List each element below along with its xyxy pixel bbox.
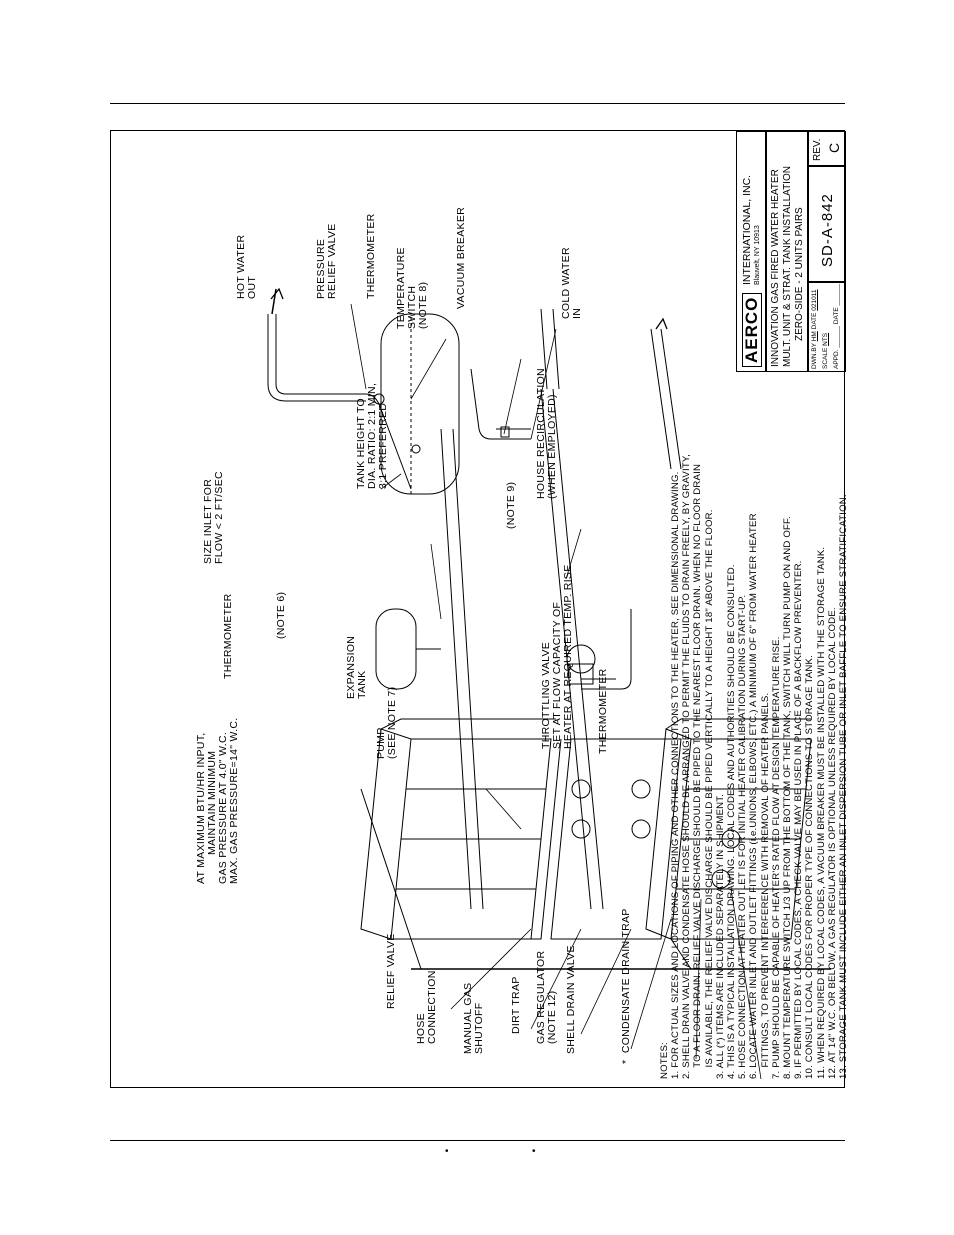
- note-line: 13. STORAGE TANK MUST INCLUDE EITHER AN …: [838, 494, 849, 1079]
- title-line-3: ZERO-SIDE - 2 UNITS PAIRS: [794, 207, 805, 341]
- note-line: TO A FLOOR DRAIN. RELIEF VALVE DISCHARGE…: [692, 463, 704, 1079]
- notes-heading: NOTES:: [659, 1042, 670, 1079]
- note-line: 8. MOUNT TEMPERATURE SWITCH 1/3 UP FROM …: [782, 516, 793, 1079]
- note-line: 6. LOCATE WATER INLET AND OUTLET FITTING…: [748, 513, 760, 1079]
- label-gas-input: AT MAXIMUM BTU/HR INPUT, MAINTAIN MINIMU…: [195, 717, 240, 884]
- drawing-sheet: HOT WATER OUT PRESSURE RELIEF VALVE THER…: [111, 131, 849, 1089]
- scale-label: SCALE: [822, 347, 829, 369]
- label-manual-gas-shutoff: MANUAL GAS SHUTOFF: [462, 982, 485, 1054]
- label-hose-connection: HOSE CONNECTION: [415, 970, 438, 1044]
- flow-arrows: [270, 287, 668, 330]
- title-block-drawing-no-cell: SD-A-842: [808, 166, 846, 282]
- headers: [440, 308, 682, 910]
- note-line: 10. CONSULT LOCAL CODES FOR PROPER TYPE …: [804, 655, 816, 1079]
- label-cold-water-in: COLD WATER IN: [560, 247, 583, 319]
- dwn-by-value: HM: [811, 331, 818, 342]
- label-thermometer-top: THERMOMETER: [365, 213, 377, 299]
- title-block: AERCO INTERNATIONAL, INC. Blauvelt, NY 1…: [736, 131, 846, 372]
- drawing-number: SD-A-842: [819, 193, 836, 267]
- bottom-rule: [110, 1140, 845, 1141]
- label-tank-height: TANK HEIGHT TO DIA. RATIO: 2:1 MIN, 3:1 …: [355, 382, 389, 489]
- hot-water-pipe: [267, 288, 412, 490]
- label-pressure-relief-valve: PRESSURE RELIEF VALVE: [315, 223, 338, 299]
- top-rule: [110, 103, 845, 104]
- leader-lines: [350, 303, 762, 1080]
- label-thermometer-low: THERMOMETER: [597, 668, 609, 754]
- date-label: DATE: [811, 312, 818, 330]
- title-block-meta-cell: DWN.BY HM DATE 021011 SCALE NTS APPD. __…: [808, 282, 846, 372]
- note-line: 2. SHELL DRAIN VALVE AND CONDENSATE HOSE…: [681, 453, 693, 1079]
- note-line: 11. WHEN REQUIRED BY LOCAL CODES, A VACU…: [815, 546, 827, 1079]
- rev-value: C: [826, 142, 842, 153]
- note-line: 1. FOR ACTUAL SIZES AND LOCATIONS OF PIP…: [670, 471, 681, 1079]
- note-line: 3. ALL (*) ITEMS ARE INCLUDED SEPARATELY…: [714, 793, 726, 1079]
- label-pump: PUMP (SEE NOTE 7): [375, 686, 398, 759]
- footer-bullet-2: •: [532, 1146, 536, 1157]
- appd-label: APPD.: [833, 349, 840, 369]
- heater-units: [360, 718, 812, 940]
- note-line: 7. PUMP SHOULD BE CAPABLE OF HEATER'S RA…: [770, 636, 782, 1079]
- label-thermometer-mid: THERMOMETER: [222, 593, 234, 679]
- label-condensate-drain-trap: * CONDENSATE DRAIN TRAP: [620, 908, 632, 1064]
- label-shell-drain-valve: SHELL DRAIN VALVE: [565, 945, 577, 1054]
- label-house-recirc: HOUSE RECIRCULATION (WHEN EMPLOYED): [535, 368, 558, 499]
- label-relief-valve: RELIEF VALVE: [385, 933, 397, 1009]
- label-throttling-valve: THROTTLING VALVE SET AT FLOW CAPACITY OF…: [540, 564, 574, 749]
- label-temperature-switch: TEMPERATURE SWITCH (NOTE 8): [395, 247, 429, 329]
- title-line-1: INNOVATION GAS FIRED WATER HEATER: [770, 169, 781, 367]
- drawing-frame: HOT WATER OUT PRESSURE RELIEF VALVE THER…: [110, 130, 849, 1089]
- title-block-rev-cell: REV. C: [808, 131, 846, 166]
- note-line: IS AVAILABLE, THE RELIEF VALVE DISCHARGE…: [703, 509, 715, 1079]
- note-line: 4. THIS IS A TYPICAL INSTALLATION DRAWIN…: [726, 564, 737, 1079]
- note-line: 12. AT 14" W.C. OR BELOW, A GAS REGULATO…: [826, 607, 838, 1079]
- expansion-tank: [375, 608, 441, 690]
- date2-label: DATE: [833, 307, 840, 325]
- aerco-logo: AERCO: [742, 292, 762, 367]
- title-block-title-cell: INNOVATION GAS FIRED WATER HEATER MULT. …: [766, 131, 808, 372]
- company-address: Blauvelt, NY 10913: [754, 225, 761, 285]
- pump: [566, 644, 596, 685]
- label-note6: (NOTE 6): [275, 591, 287, 639]
- note-line: 5. HOSE CONNECTION AT HEATER OUTLET IS F…: [737, 594, 749, 1079]
- label-dirt-trap: DIRT TRAP: [510, 976, 522, 1034]
- scale-value: NTS: [822, 332, 829, 346]
- installation-drawing: [267, 287, 831, 1080]
- label-vacuum-breaker: VACUUM BREAKER: [455, 206, 467, 309]
- footer-bullet-1: •: [445, 1146, 449, 1157]
- date-value: 021011: [811, 289, 818, 311]
- rev-label: REV.: [812, 138, 823, 161]
- note-line: FITTINGS, TO PREVENT INTERFERENCE WITH R…: [759, 692, 771, 1079]
- label-gas-regulator: GAS REGULATOR (NOTE 12): [535, 950, 558, 1044]
- label-hot-water-out: HOT WATER OUT: [235, 234, 258, 299]
- title-block-logo-cell: AERCO INTERNATIONAL, INC. Blauvelt, NY 1…: [736, 131, 766, 372]
- dwn-by-label: DWN.BY: [811, 343, 818, 369]
- label-expansion-tank: EXPANSION TANK: [345, 635, 368, 699]
- label-size-inlet: SIZE INLET FOR FLOW < 2 FT/SEC: [202, 471, 225, 564]
- title-line-2: MULT. UNIT & STRAT. TANK INSTALLATION: [782, 166, 793, 367]
- gas-line: [360, 788, 831, 970]
- company-name: INTERNATIONAL, INC.: [741, 174, 753, 285]
- label-note9: (NOTE 9): [505, 481, 517, 529]
- note-line: 9. IF PERMITTED BY LOCAL CODES, A CHECK …: [793, 560, 805, 1079]
- storage-tank: [373, 313, 510, 495]
